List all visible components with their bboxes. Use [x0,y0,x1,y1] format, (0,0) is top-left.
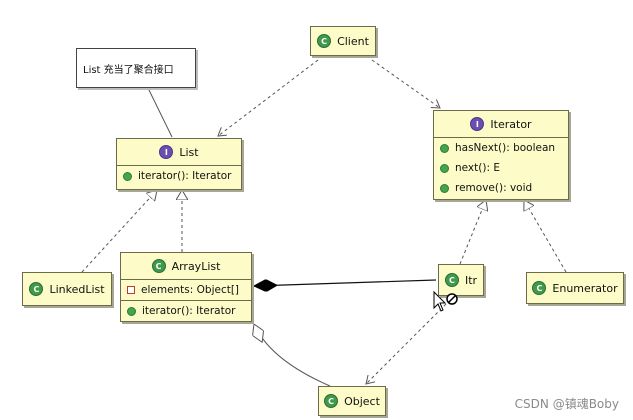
interface-icon: I [159,145,174,159]
enumerator-class-name: Enumerator [552,281,618,295]
interface-icon: I [470,117,485,131]
class-icon: C [324,394,339,408]
client-class-name: Client [337,34,369,48]
itr-class-name: Itr [464,273,478,287]
arraylist-field-elements: elements: Object[] [121,280,251,300]
arraylist-class[interactable]: C ArrayList elements: Object[] iterator(… [120,252,252,322]
class-icon: C [444,273,459,287]
linkedlist-class[interactable]: C LinkedList [22,272,112,306]
list-interface[interactable]: I List iterator(): Iterator [116,138,242,190]
itr-realizes-iterator [459,200,486,265]
public-method-icon [440,183,449,193]
iterator-method-next: next(): E [434,158,568,178]
class-icon: C [532,281,547,295]
list-interface-name: List [179,145,199,159]
public-method-icon [440,143,449,153]
client-to-list-dependency [218,59,319,136]
linkedlist-realizes-list [81,190,157,273]
itr-class[interactable]: C Itr [438,264,484,296]
class-icon: C [151,259,166,273]
cursor-icon [433,290,458,312]
arraylist-method-iterator: iterator(): Iterator [121,301,251,321]
linkedlist-class-name: LinkedList [49,282,105,296]
iterator-interface-name: Iterator [490,117,532,131]
iterator-method-hasnext: hasNext(): boolean [434,138,568,158]
arraylist-object-aggregation [254,324,331,387]
client-class[interactable]: C Client [310,26,376,56]
object-class[interactable]: C Object [318,386,386,416]
public-method-icon [127,306,136,316]
public-method-icon [440,163,449,173]
list-method-iterator: iterator(): Iterator [117,166,241,186]
iterator-interface[interactable]: I Iterator hasNext(): boolean next(): E … [433,110,569,200]
note-anchor-line [147,87,173,138]
class-icon: C [317,34,332,48]
class-icon: C [29,282,44,296]
private-field-icon [127,286,135,294]
watermark: CSDN @镇魂Boby [514,397,619,411]
arraylist-itr-composition [254,280,437,286]
object-class-name: Object [344,394,380,408]
client-to-iterator-dependency [371,59,440,108]
public-method-icon [123,171,132,181]
itr-to-object-dependency [366,303,447,384]
aggregate-note-text: List 充当了聚合接口 [83,64,174,76]
enumerator-realizes-iterator [524,200,567,273]
aggregate-note: List 充当了聚合接口 [76,48,196,88]
enumerator-class[interactable]: C Enumerator [526,272,624,304]
iterator-method-remove: remove(): void [434,178,568,198]
arraylist-class-name: ArrayList [171,259,221,273]
